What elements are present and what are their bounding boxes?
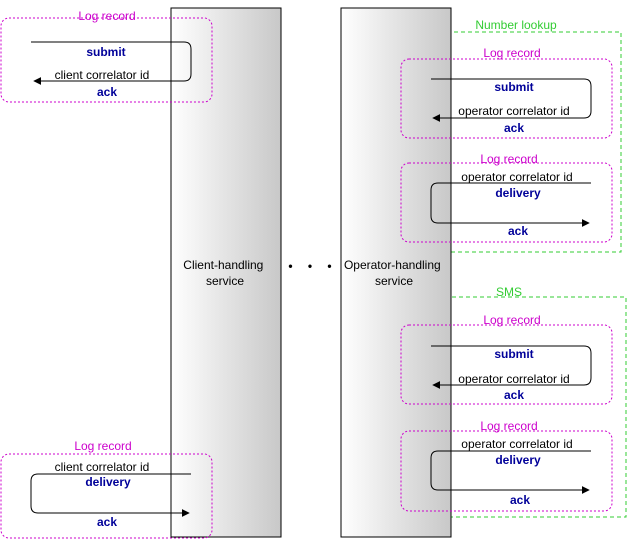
client-service-box [170, 7, 282, 538]
log-record-label: Log record [483, 46, 540, 60]
log-record-label: Log record [74, 439, 131, 453]
log-record-label: Log record [480, 419, 537, 433]
sms-delivery-log-record: Log record operator correlator id delive… [400, 419, 613, 512]
submit-arrow [431, 345, 592, 389]
correlator-label: operator correlator id [458, 372, 569, 386]
lookup-submit-log-record: Log record submit operator correlator id… [400, 46, 613, 139]
ack-label: ack [508, 224, 528, 238]
operator-service-label: Operator-handling service [344, 258, 444, 288]
correlator-label: operator correlator id [461, 437, 572, 451]
submit-label: submit [494, 347, 533, 361]
ack-label: ack [97, 85, 117, 99]
delivery-label: delivery [495, 453, 541, 467]
submit-label: submit [494, 80, 533, 94]
number-lookup-label: Number lookup [475, 18, 557, 32]
ack-label: ack [504, 388, 524, 402]
correlator-label: operator correlator id [458, 104, 569, 118]
submit-arrow [31, 41, 192, 85]
sms-submit-log-record: Log record submit operator correlator id… [400, 313, 613, 405]
ellipsis: • • • [288, 259, 337, 273]
log-record-label: Log record [480, 152, 537, 166]
submit-arrow [431, 78, 592, 122]
ack-label: ack [504, 121, 524, 135]
sms-group [395, 296, 627, 518]
correlator-label: operator correlator id [461, 170, 572, 184]
number-lookup-group [390, 31, 622, 253]
log-record-label: Log record [78, 9, 135, 23]
delivery-label: delivery [495, 186, 541, 200]
ack-label: ack [510, 493, 530, 507]
lookup-delivery-log-record: Log record operator correlator id delive… [400, 152, 613, 243]
client-service-label: Client-handling service [183, 258, 266, 288]
log-record-label: Log record [483, 313, 540, 327]
ack-label: ack [97, 515, 117, 529]
sms-group-label: SMS [496, 285, 522, 299]
correlator-label: client correlator id [55, 68, 150, 82]
delivery-label: delivery [85, 475, 131, 489]
delivery-arrow [30, 473, 191, 517]
delivery-arrow [430, 182, 591, 227]
client-delivery-log-record: Log record client correlator id delivery… [0, 439, 213, 539]
operator-service-box [340, 7, 452, 538]
submit-label: submit [86, 45, 125, 59]
delivery-arrow [430, 450, 591, 494]
client-submit-log-record: Log record submit client correlator id a… [0, 9, 213, 103]
correlator-label: client correlator id [55, 460, 150, 474]
